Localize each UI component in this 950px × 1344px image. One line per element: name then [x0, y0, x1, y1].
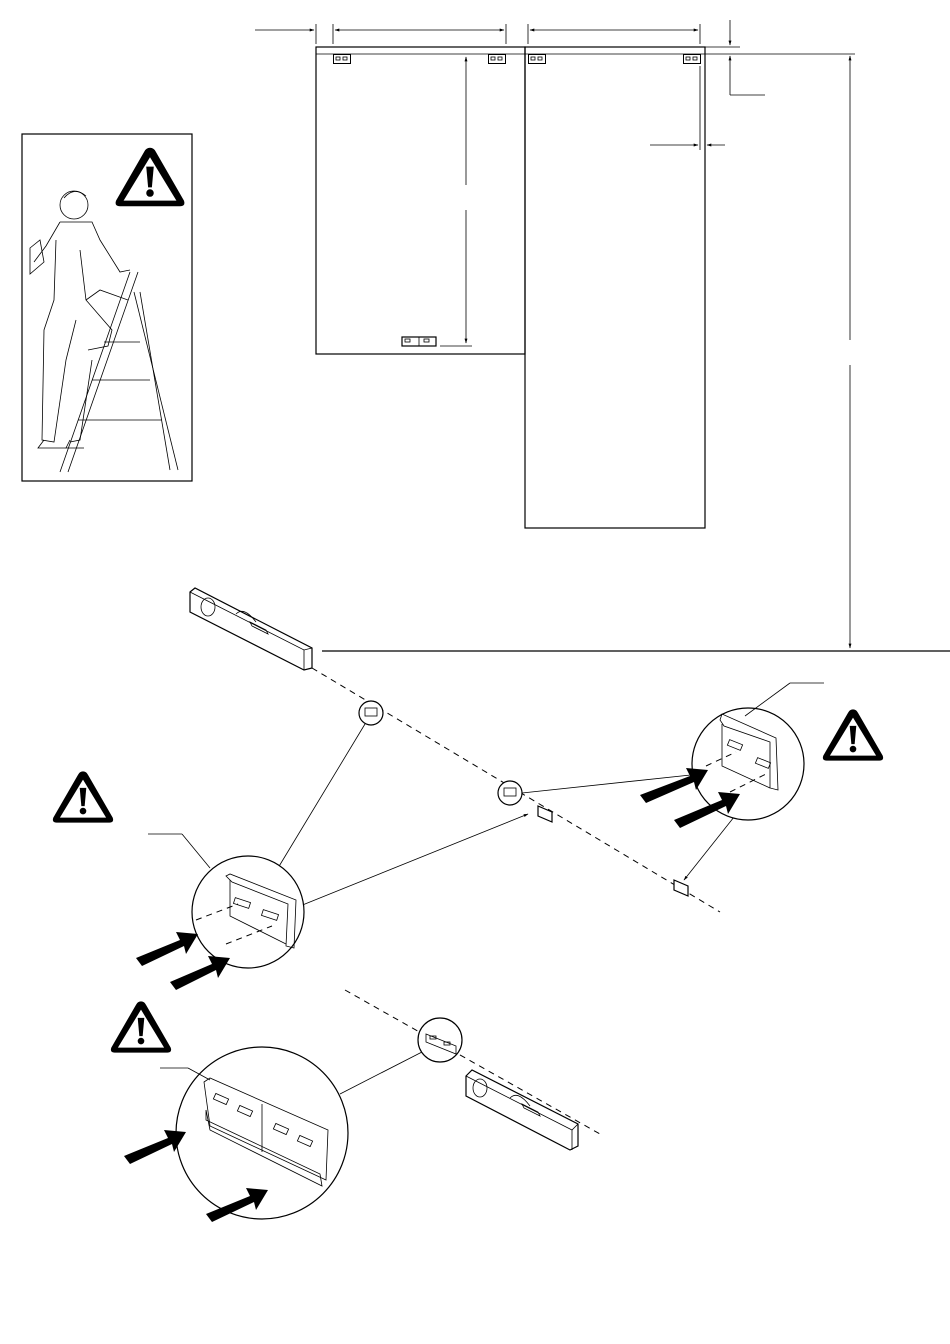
- leader-lines: [278, 724, 738, 906]
- bracket-detail-callout: [692, 683, 824, 820]
- bracket-icon: [538, 806, 552, 822]
- warning-triangle-icon: [823, 709, 883, 760]
- leader-line: [340, 1052, 422, 1094]
- bottom-rail-icon: [402, 337, 436, 346]
- push-arrow-icon: [170, 956, 230, 990]
- push-arrow-icon: [136, 932, 198, 966]
- right-cabinet-outline: [525, 47, 705, 528]
- callout-marker: [498, 781, 522, 805]
- bracket-icon: [529, 55, 546, 64]
- dimension-lines: [255, 20, 950, 651]
- person-on-step-ladder-icon: [22, 134, 192, 481]
- bracket-icon: [489, 55, 506, 64]
- push-arrow-icon: [640, 768, 708, 803]
- callout-marker: [418, 1018, 462, 1062]
- bracket-icon: [334, 55, 351, 64]
- push-arrow-icon: [124, 1130, 186, 1164]
- level-line: [345, 990, 600, 1134]
- left-cabinet-outline: [316, 47, 525, 354]
- bracket-icon: [684, 55, 701, 64]
- callout-marker: [359, 701, 383, 725]
- spirit-level-icon: [466, 1070, 578, 1150]
- cabinet-elevation: [255, 20, 950, 651]
- warning-triangle-icon: [111, 1001, 171, 1052]
- spirit-level-icon: [190, 588, 312, 670]
- bracket-icon: [674, 880, 688, 896]
- warning-triangle-icon: [116, 148, 185, 206]
- warning-triangle-icon: [53, 771, 113, 822]
